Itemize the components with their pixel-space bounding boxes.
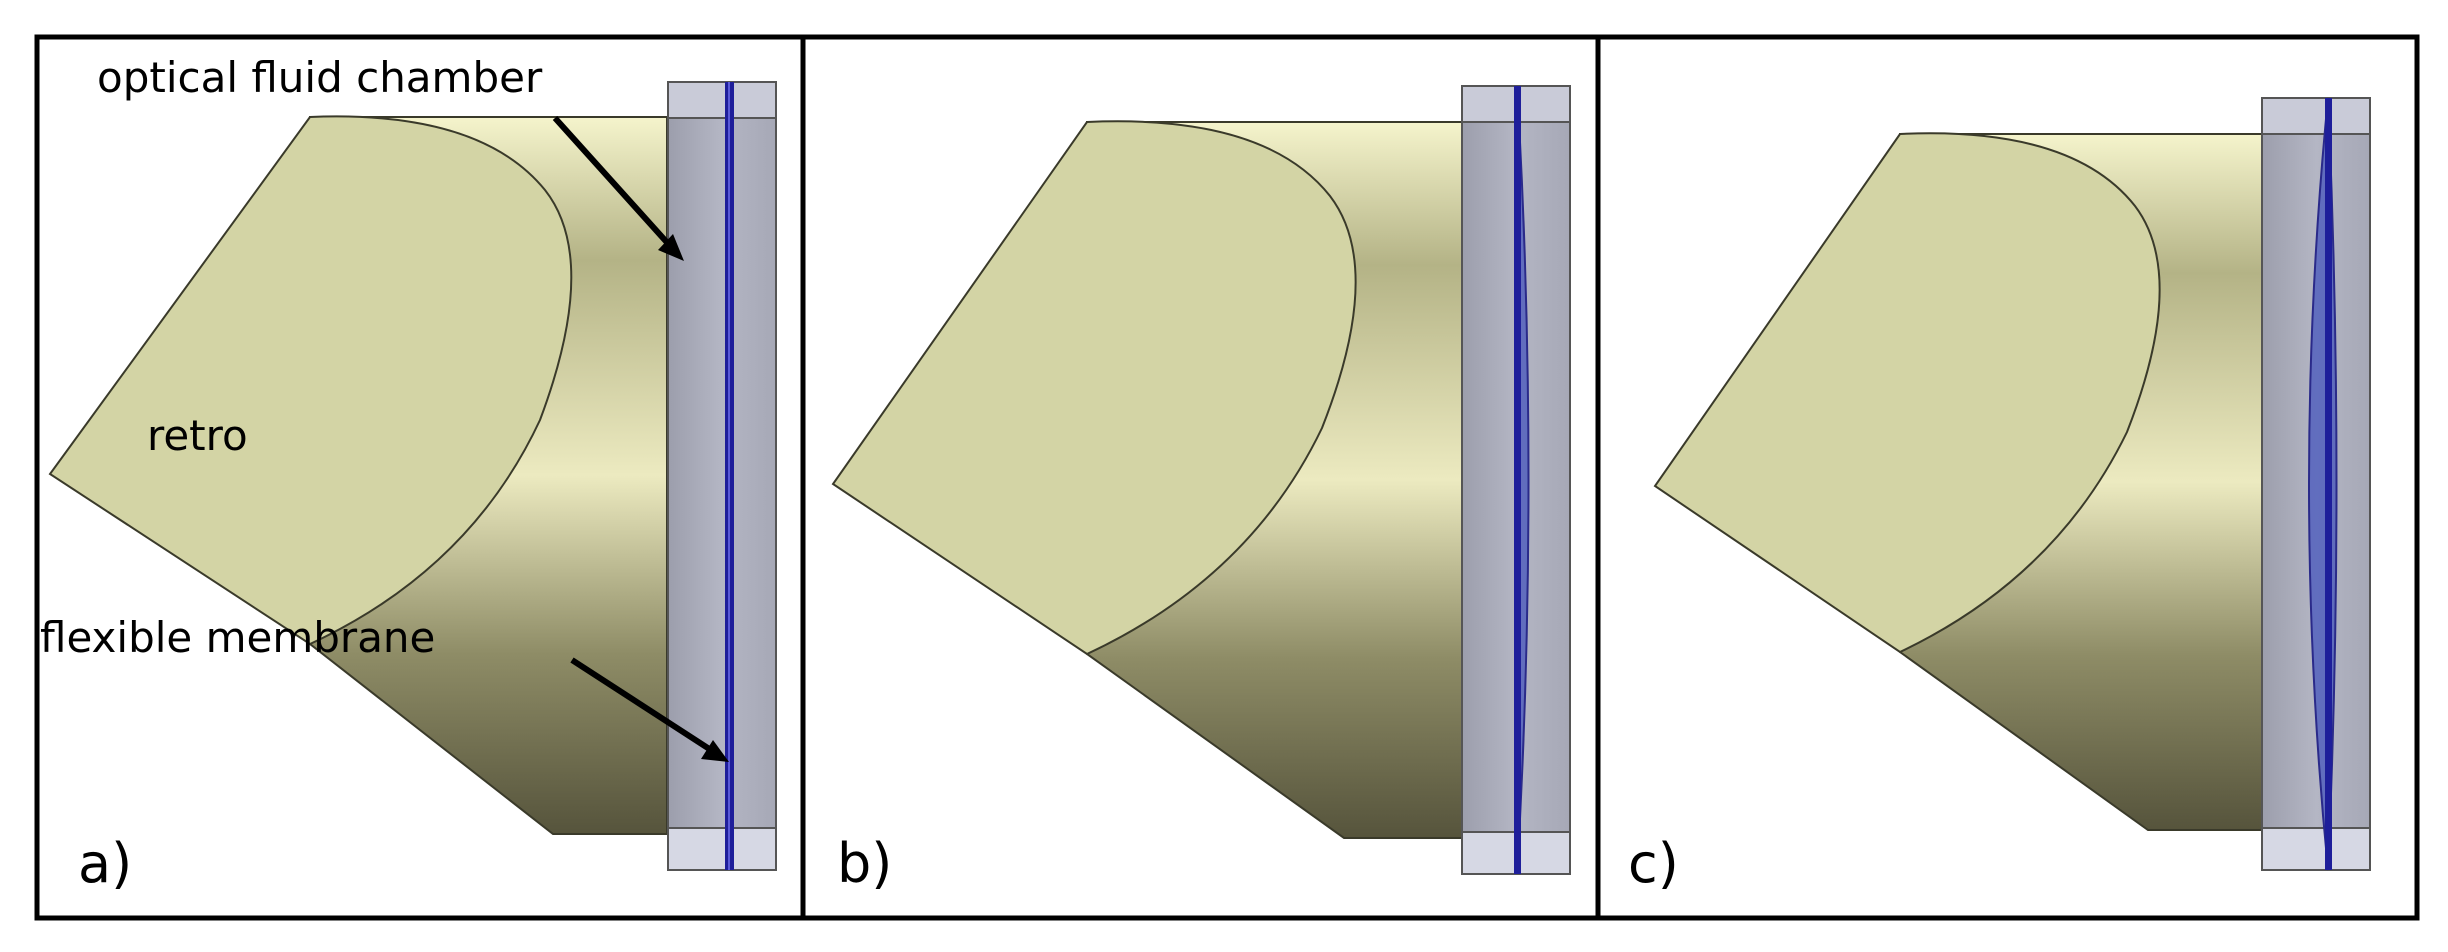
arrow-chamber-head [658,234,684,261]
retro-face [831,120,1357,656]
arrow-chamber [552,115,675,251]
panel-label-a: a) [78,832,132,895]
panel-b: b) [831,85,1571,895]
figure-frame [34,34,2420,921]
chamber-top-cap [667,81,777,119]
optical-fluid-chamber-label: optical fluid chamber [97,53,543,102]
panel-c: c) [1628,97,2371,895]
panel-a: optical fluid chamber retro flexible mem… [40,53,777,895]
chamber-bottom-cap [2261,827,2371,871]
retro-face [48,115,573,646]
chamber-bottom-cap [667,827,777,871]
flexible-membrane-label: flexible membrane [40,613,435,662]
retro-face [1653,132,2161,654]
panel-label-c: c) [1628,832,1679,895]
panel-label-b: b) [837,832,892,895]
flexible-membrane [1514,86,1521,874]
chamber-top-cap [2261,97,2371,135]
retro-label: retro [147,411,248,460]
optical-fluid-chamber [667,117,777,829]
arrow-membrane [570,657,716,755]
flexible-membrane [2325,98,2332,870]
arrow-membrane-head [701,740,729,762]
